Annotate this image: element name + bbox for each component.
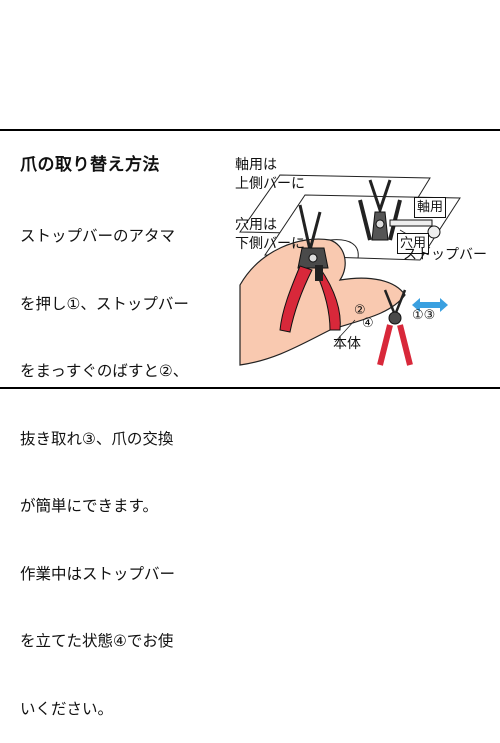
shaft-tag: 軸用 bbox=[414, 197, 447, 218]
instruction-line: を押し①、ストップバー bbox=[20, 294, 189, 313]
upper-pliers-icon bbox=[358, 179, 441, 241]
hole-tag: 穴用 bbox=[397, 233, 430, 254]
step-2-label: ② bbox=[354, 303, 366, 318]
top-rule bbox=[0, 129, 500, 131]
instruction-line: 抜き取れ③、爪の交換 bbox=[20, 429, 174, 448]
instruction-line: ストップバーのアタマ bbox=[20, 227, 176, 245]
instruction-line: を立てた状態④でお使 bbox=[20, 632, 174, 650]
body-label: 本体 bbox=[333, 336, 361, 352]
instruction-line: が簡単にできます。 bbox=[20, 497, 158, 515]
double-arrow-icon bbox=[412, 298, 448, 312]
shaft-use-label: 軸用は 上側バーに bbox=[235, 157, 305, 192]
stop-bar-label: ストップバー bbox=[403, 247, 487, 263]
pliers-illustration bbox=[239, 174, 461, 366]
step-1-3-label: ①③ bbox=[412, 308, 436, 323]
instruction-line: 作業中はストップバー bbox=[20, 564, 176, 583]
instruction-line: いください。 bbox=[20, 699, 114, 718]
hole-use-label: 穴用は 下側バーに bbox=[235, 217, 305, 252]
instruction-text: ストップバーのアタマ を押し①、ストップバー をまっすぐのばすと②、 抜き取れ③… bbox=[20, 180, 220, 743]
instruction-line: をまっすぐのばすと②、 bbox=[20, 362, 189, 380]
page-title: 爪の取り替え方法 bbox=[20, 155, 160, 175]
bottom-rule bbox=[0, 387, 500, 389]
step-4-label: ④ bbox=[362, 316, 374, 331]
main-pliers-icon bbox=[279, 204, 341, 333]
small-pliers-icon bbox=[377, 289, 413, 366]
